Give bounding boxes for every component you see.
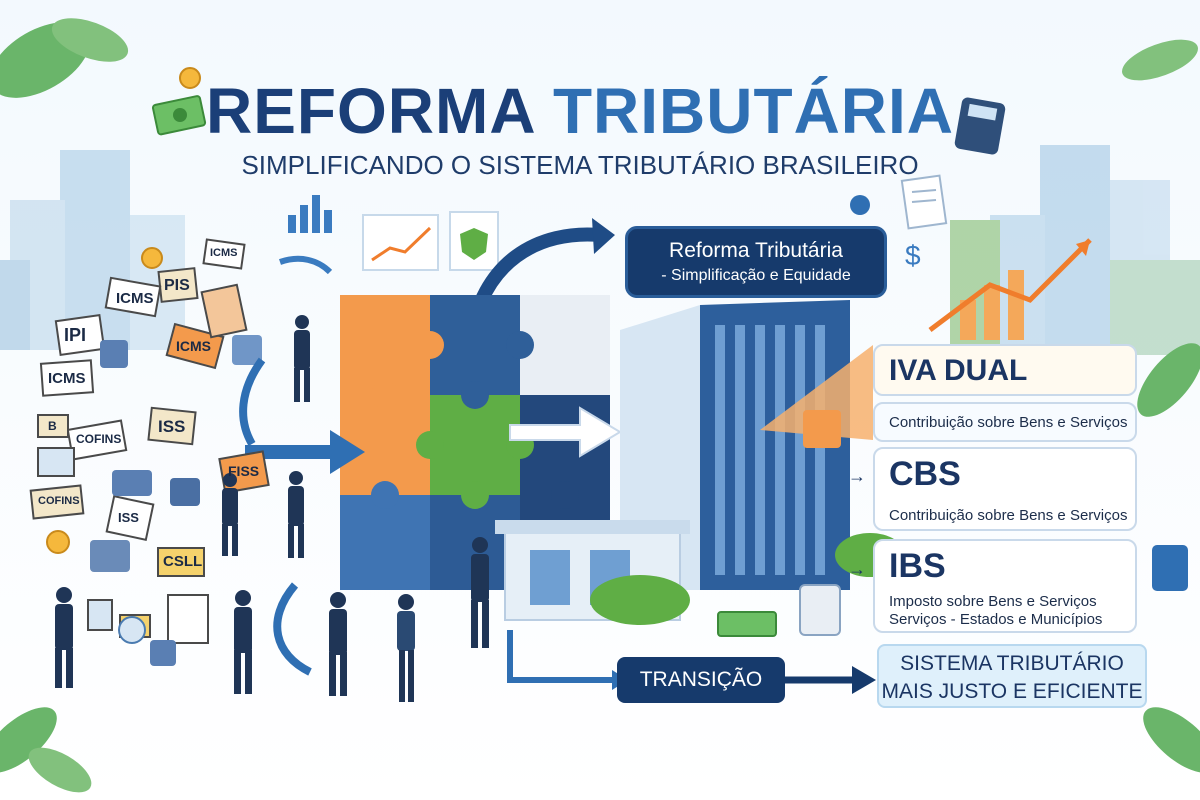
people [55,315,489,702]
card-iva-dual: IVA DUAL [873,344,1137,396]
final-box: SISTEMA TRIBUTÁRIO MAIS JUSTO E EFICIENT… [877,644,1147,708]
dollar-sign-icon: $ [905,240,921,271]
money-icon [151,95,207,136]
iva-subtitle: Contribuição sobre Bens e Serviços [889,414,1128,431]
tax-tag-icms-1: ICMS [116,290,154,307]
foliage-top-left [0,18,129,98]
scattered-puzzle-pieces [90,335,262,666]
card-ibs: IBS Imposto sobre Bens e Serviços Serviç… [873,539,1137,633]
person-5 [234,590,252,694]
curved-arrow-bottom [273,582,312,676]
cbs-subtitle: Contribuição sobre Bens e Serviços [889,507,1128,524]
tax-tag-ipi: IPI [64,325,87,345]
tax-tag-cofins-2: COFINS [38,495,80,507]
tax-tag-iss-2: ISS [118,510,139,525]
orange-beam [760,345,873,440]
small-arrow [279,255,333,275]
tax-tag-b: B [48,419,57,433]
left-skyline [0,150,185,350]
person-8 [471,537,489,648]
iva-title: IVA DUAL [889,354,1028,387]
puzzle-piece-icon [803,410,841,448]
arrow-through-puzzle [509,406,622,458]
arrow-to-cbs-icon: → [848,466,866,486]
card-cbs: CBS Contribuição sobre Bens e Serviços [873,447,1137,531]
person-2 [222,473,238,556]
line-chart-card [362,214,439,271]
calculator-icon-small [799,584,841,636]
person-7 [397,594,415,702]
document-icon [900,174,948,230]
bar-chart-icon [288,195,332,233]
person-6 [329,592,347,696]
foliage-bottom-left [0,707,92,793]
person-1 [294,315,310,402]
tax-tag-csll: CSLL [163,553,203,570]
cbs-title: CBS [889,455,961,493]
share-icon [850,195,870,215]
transition-label: TRANSIÇÃO [617,657,785,703]
cash-stack-icon [717,611,777,637]
tax-tag-cofins-1: COFINS [76,432,122,446]
foliage-right [1122,39,1200,773]
ibs-title: IBS [889,547,946,585]
old-tax-papers [29,238,270,644]
shield-check-card [449,211,499,271]
tax-tag-iss-1: ISS [158,417,186,436]
person-3 [288,471,304,558]
coin-icon [179,67,201,89]
page-title: REFORMA TRIBUTÁRIA [0,74,1160,148]
title-word-2: TRIBUTÁRIA [552,75,954,147]
calculator-icon [954,97,1006,155]
flow-arrow-to-transition [507,630,612,683]
final-box-line2: MAIS JUSTO E EFICIENTE [881,680,1143,703]
reform-box-line1: Reforma Tributária [669,239,843,262]
ibs-subtitle-line2: Serviços - Estados e Municípios [889,611,1103,628]
tax-tag-pis: PIS [164,277,190,294]
ibs-subtitle-line1: Imposto sobre Bens e Serviços [889,593,1097,610]
tax-tag-icms-2: ICMS [176,338,211,354]
reform-box: Reforma Tributária - Simplificação e Equ… [625,226,887,298]
arrow-into-puzzle [245,430,365,474]
person-4 [55,587,73,688]
arrow-to-ibs-icon: → [848,559,866,579]
tax-tag-icms-4: ICMS [210,247,238,259]
final-box-line1: SISTEMA TRIBUTÁRIO [900,652,1124,675]
calculator-icon-right [1152,545,1188,591]
growth-chart [928,238,1092,340]
page-subtitle: SIMPLIFICANDO O SISTEMA TRIBUTÁRIO BRASI… [241,150,919,180]
tax-tag-fiss: FISS [228,463,260,479]
reform-box-line2: - Simplificação e Equidade [661,267,851,284]
curved-arrow-left [239,357,266,447]
title-word-1: REFORMA [206,75,535,147]
tax-tag-icms-3: ICMS [48,370,86,387]
card-iva-dual-subtitle: Contribuição sobre Bens e Serviços [873,402,1137,442]
